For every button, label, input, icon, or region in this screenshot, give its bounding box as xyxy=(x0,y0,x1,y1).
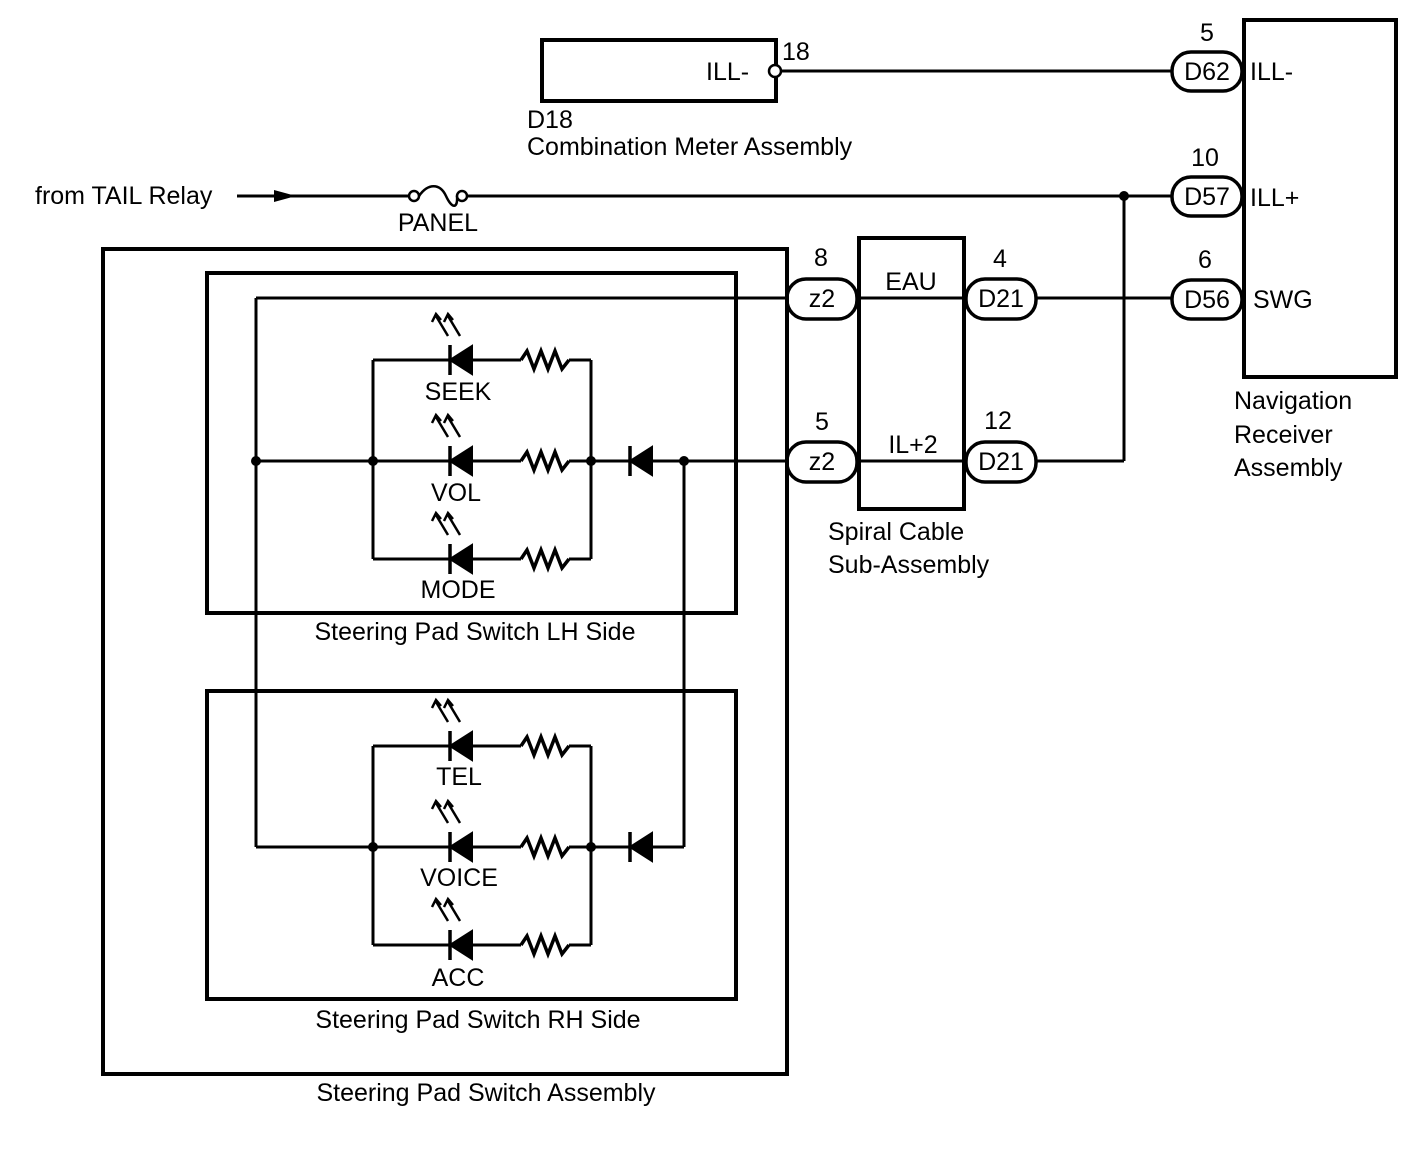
led-icon xyxy=(430,312,474,377)
diode-icon xyxy=(628,444,654,478)
spiral-name-line2: Sub-Assembly xyxy=(828,551,990,579)
spiral-name-line1: Spiral Cable xyxy=(828,518,964,546)
connector-z2-label: z2 xyxy=(809,285,835,313)
connector-z2-label: z2 xyxy=(809,448,835,476)
diode-icon xyxy=(628,830,654,864)
led-icon xyxy=(430,413,474,478)
steering-pad-lh-name: Steering Pad Switch LH Side xyxy=(314,618,635,646)
fuse-terminal-right xyxy=(455,189,469,203)
navigation-receiver-assembly: D62 5 ILL- D57 10 ILL+ D56 6 SWG Navigat… xyxy=(1170,18,1398,482)
led-icon xyxy=(430,698,474,763)
steering-pad-switch-assembly: Steering Pad Switch Assembly Steering Pa… xyxy=(101,247,789,1107)
connector-d57-label: D57 xyxy=(1184,183,1230,211)
rh-row-acc: ACC xyxy=(373,897,591,992)
resistor-icon xyxy=(519,735,571,757)
connector-d56-label: D56 xyxy=(1184,286,1230,314)
connector-d21-label: D21 xyxy=(978,285,1024,313)
pin-number: 5 xyxy=(1200,19,1214,47)
resistor-icon xyxy=(519,934,571,956)
navigation-name-line2: Receiver xyxy=(1234,421,1333,449)
tail-relay-label: from TAIL Relay xyxy=(35,182,213,210)
steering-pad-rh-box xyxy=(205,689,738,1001)
switch-label: TEL xyxy=(436,763,482,791)
pin-label: SWG xyxy=(1253,286,1313,314)
led-icon xyxy=(430,897,474,962)
resistor-icon xyxy=(519,548,571,570)
navigation-box xyxy=(1242,18,1398,379)
resistor-icon xyxy=(519,836,571,858)
spiral-il2-label: IL+2 xyxy=(888,431,937,459)
meter-pin-label: ILL- xyxy=(706,58,749,86)
rh-row-voice: VOICE xyxy=(373,799,591,892)
led-icon xyxy=(430,799,474,864)
steering-pad-lh-box xyxy=(205,271,738,615)
switch-label: MODE xyxy=(421,576,496,604)
led-icon xyxy=(430,511,474,576)
resistor-icon xyxy=(519,450,571,472)
lh-row-vol: VOL xyxy=(373,413,591,507)
navigation-name-line1: Navigation xyxy=(1234,387,1352,415)
switch-label: ACC xyxy=(432,964,485,992)
resistor-icon xyxy=(519,349,571,371)
arrow-icon xyxy=(274,190,296,202)
steering-pad-outer-box xyxy=(101,247,789,1076)
steering-pad-rh-name: Steering Pad Switch RH Side xyxy=(315,1006,640,1034)
pin-number: 8 xyxy=(814,244,828,272)
pin-label: ILL- xyxy=(1250,58,1293,86)
spiral-eau-label: EAU xyxy=(885,268,936,296)
pin-number: 5 xyxy=(815,408,829,436)
switch-label: SEEK xyxy=(425,378,492,406)
meter-terminal xyxy=(767,63,783,79)
spiral-cable-box xyxy=(857,236,966,511)
connector-d57 xyxy=(1170,175,1244,218)
meter-name: Combination Meter Assembly xyxy=(527,133,853,161)
switch-label: VOL xyxy=(431,479,481,507)
combination-meter-assembly: ILL- 18 D18 Combination Meter Assembly xyxy=(527,38,853,161)
navigation-name-line3: Assembly xyxy=(1234,454,1343,482)
tail-relay-feed: from TAIL Relay PANEL xyxy=(35,182,1172,463)
rh-row-tel: TEL xyxy=(373,698,591,791)
lh-row-seek: SEEK xyxy=(373,312,591,406)
meter-pin-number: 18 xyxy=(782,38,810,66)
pin-number: 6 xyxy=(1198,246,1212,274)
pin-number: 4 xyxy=(993,245,1007,273)
fuse-label: PANEL xyxy=(398,209,478,237)
switch-label: VOICE xyxy=(420,864,498,892)
pin-number: 10 xyxy=(1191,144,1219,172)
connector-d62 xyxy=(1170,50,1244,93)
connector-d62-label: D62 xyxy=(1184,58,1230,86)
connector-d21-label: D21 xyxy=(978,448,1024,476)
pin-number: 12 xyxy=(984,407,1012,435)
fuse-terminal-left xyxy=(407,189,421,203)
pin-label: ILL+ xyxy=(1250,184,1299,212)
spiral-cable-sub-assembly: EAU z2 8 D21 4 IL+2 z2 5 D21 12 Spiral C… xyxy=(785,236,1172,579)
meter-code: D18 xyxy=(527,106,573,134)
steering-pad-assembly-name: Steering Pad Switch Assembly xyxy=(316,1079,656,1107)
connector-d21-il2 xyxy=(964,440,1038,484)
fuse-icon xyxy=(417,185,459,207)
lh-row-mode: MODE xyxy=(373,511,591,604)
